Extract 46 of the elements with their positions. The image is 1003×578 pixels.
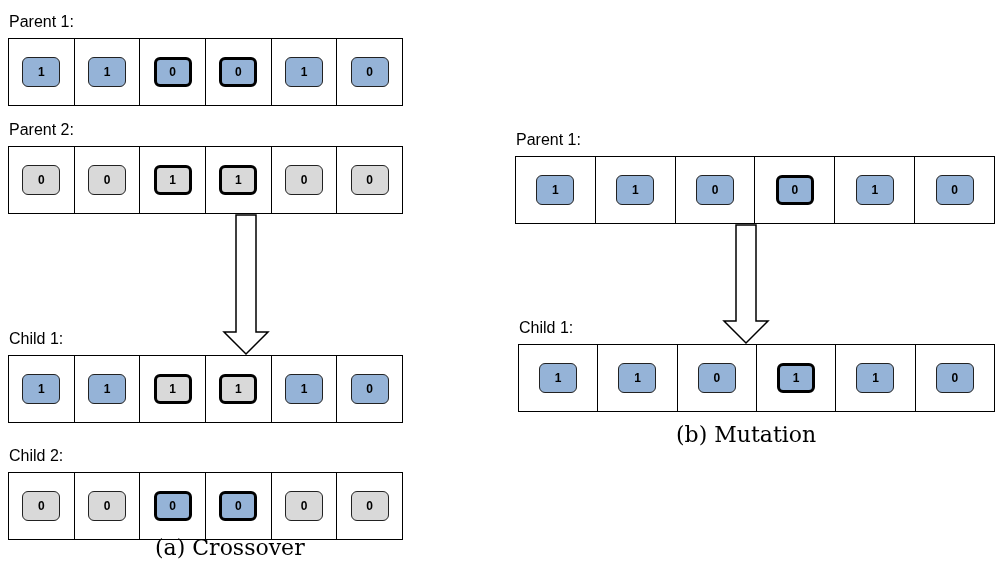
gene-value: 0 bbox=[696, 175, 735, 205]
gene-value: 0 bbox=[775, 175, 814, 205]
gene-value: 0 bbox=[22, 165, 61, 195]
gene-value: 1 bbox=[539, 363, 578, 393]
gene-value: 0 bbox=[935, 363, 974, 393]
gene-value: 1 bbox=[22, 57, 61, 87]
gene-value: 1 bbox=[153, 374, 192, 404]
gene-value: 1 bbox=[855, 175, 894, 205]
gene-value: 1 bbox=[22, 374, 61, 404]
gene-value: 1 bbox=[219, 374, 258, 404]
row-label: Parent 2: bbox=[9, 121, 74, 139]
gene-value: 0 bbox=[350, 165, 389, 195]
row-label: Parent 1: bbox=[516, 131, 581, 149]
row-label: Child 1: bbox=[519, 319, 574, 337]
gene-value: 0 bbox=[350, 374, 389, 404]
gene-value: 1 bbox=[88, 374, 126, 404]
gene-value: 1 bbox=[536, 175, 575, 205]
gene-value: 0 bbox=[285, 165, 323, 195]
gene-value: 0 bbox=[935, 175, 974, 205]
gene-value: 1 bbox=[618, 363, 657, 393]
gene-value: 0 bbox=[350, 57, 389, 87]
gene-value: 0 bbox=[285, 491, 323, 521]
figure-caption: (b) Mutation bbox=[676, 422, 817, 447]
gene-value: 0 bbox=[153, 491, 192, 521]
gene-value: 1 bbox=[219, 165, 258, 195]
gene-value: 1 bbox=[616, 175, 655, 205]
figure-caption: (a) Crossover bbox=[155, 535, 305, 560]
row-label: Child 1: bbox=[9, 330, 64, 348]
gene-value: 1 bbox=[88, 57, 126, 87]
gene-value: 1 bbox=[285, 374, 323, 404]
gene-value: 0 bbox=[88, 165, 126, 195]
gene-value: 1 bbox=[777, 363, 816, 393]
row-label: Child 2: bbox=[9, 447, 64, 465]
gene-value: 1 bbox=[153, 165, 192, 195]
gene-value: 0 bbox=[22, 491, 61, 521]
gene-value: 0 bbox=[219, 57, 258, 87]
gene-value: 0 bbox=[697, 363, 736, 393]
arrow bbox=[722, 224, 770, 345]
gene-value: 0 bbox=[88, 491, 126, 521]
gene-value: 1 bbox=[856, 363, 895, 393]
gene-value: 0 bbox=[153, 57, 192, 87]
gene-value: 0 bbox=[219, 491, 258, 521]
gene-value: 1 bbox=[285, 57, 323, 87]
arrow bbox=[222, 214, 270, 356]
gene-value: 0 bbox=[350, 491, 389, 521]
row-label: Parent 1: bbox=[9, 13, 74, 31]
